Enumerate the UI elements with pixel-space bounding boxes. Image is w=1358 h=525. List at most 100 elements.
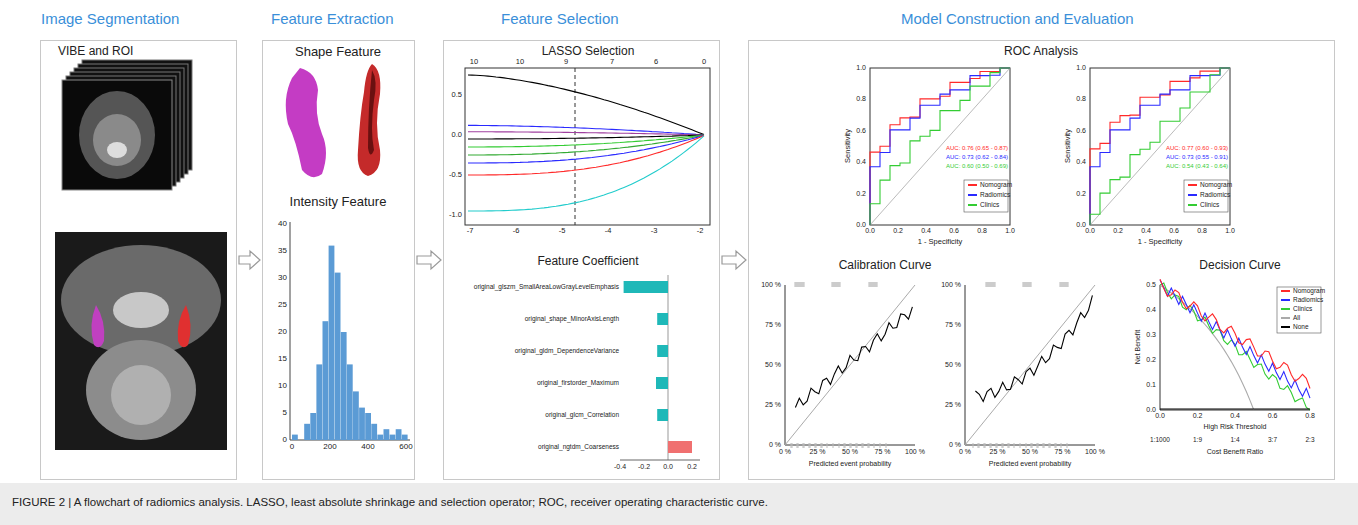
histogram-bar <box>310 413 316 440</box>
plot-label: 0.6 <box>856 127 866 135</box>
rug-tick <box>803 282 804 287</box>
rug-tick <box>800 282 801 287</box>
plot-label: 0.2 <box>893 227 903 235</box>
plot-label: 25 % <box>810 448 826 456</box>
histogram-bar <box>371 424 377 440</box>
histogram-bar <box>323 321 329 440</box>
legend-entry: Nomogram <box>968 182 1012 189</box>
rug-tick <box>833 443 834 448</box>
rug-tick <box>874 443 875 448</box>
plot-label: -6 <box>513 227 520 235</box>
plot-label: 0.4 <box>921 227 931 235</box>
histogram-bar <box>390 435 396 440</box>
plot-label: 600 <box>399 443 412 452</box>
legend-entry: All <box>1281 315 1300 322</box>
plot-label: 100 % <box>941 281 961 289</box>
plot-label: AUC: 0.54 (0.43 - 0.64) <box>1166 163 1228 170</box>
plot-label: 0.8 <box>856 96 866 104</box>
roc-curve <box>1090 68 1230 225</box>
roc-curve <box>1090 68 1230 225</box>
roc-curve <box>870 68 1010 225</box>
plot-label: 1 - Specificity <box>1138 238 1183 246</box>
plot-label: 75 % <box>765 321 781 329</box>
plot-label: 0.8 <box>1197 227 1207 235</box>
plot-label: 100 % <box>905 448 925 456</box>
plot-label: 0 <box>702 58 706 66</box>
rug-tick <box>815 443 816 448</box>
histogram-bar <box>304 424 310 440</box>
plot-label: 50 % <box>945 361 961 369</box>
histogram-bar <box>316 364 322 440</box>
rug-tick <box>838 282 839 287</box>
plot-label: 25 % <box>990 448 1006 456</box>
coefficient-bar <box>668 441 692 453</box>
diagonal <box>785 285 915 445</box>
calibration-curve <box>975 295 1092 401</box>
plot-label: Predicted event probability <box>989 460 1072 468</box>
rug-tick <box>851 443 852 448</box>
plot-label: original_glszm_SmallAreaLowGrayLevelEmph… <box>474 283 619 290</box>
histogram-bar <box>292 435 298 440</box>
plot-label: 0.2 <box>1113 227 1123 235</box>
coefficient-bar <box>657 409 668 421</box>
roc-curve <box>870 68 1010 225</box>
plot-label: 0.4 <box>1230 412 1240 420</box>
plot-label: High Risk Threshold <box>1204 423 1267 431</box>
axis <box>1160 410 1310 411</box>
rug-tick <box>856 443 857 448</box>
plot-label: original_shape_MinorAxisLength <box>525 315 619 322</box>
rug-tick <box>1023 282 1024 287</box>
diagonal <box>965 285 1095 445</box>
legend-swatch <box>1281 317 1290 319</box>
rug-tick <box>995 282 996 287</box>
histogram-bar <box>329 246 335 440</box>
rug-tick <box>792 443 793 448</box>
rug-tick <box>1062 282 1063 287</box>
plot-label: 0.0 <box>1085 227 1095 235</box>
plot-label: 2:3 <box>1305 436 1314 443</box>
plot-label: 0.0 <box>865 227 875 235</box>
rug-tick <box>1025 282 1026 287</box>
rug-tick <box>1031 443 1032 448</box>
diagonal <box>870 68 1010 225</box>
calibration-plots <box>785 282 1095 448</box>
rug-tick <box>798 282 799 287</box>
rug-tick <box>827 443 828 448</box>
plot-label: 0.6 <box>1169 227 1179 235</box>
legend-text: Radiomics <box>980 192 1010 199</box>
plot-label: -0.5 <box>449 171 462 179</box>
legend-text: Clinics <box>1200 202 1219 209</box>
rug-tick <box>1063 282 1064 287</box>
plot-label: 0.6 <box>949 227 959 235</box>
plot-label: 200 <box>323 443 336 452</box>
plot-label: ROC Analysis <box>1004 45 1078 58</box>
legend-swatch <box>968 194 977 196</box>
rug-tick <box>863 443 864 448</box>
rug-tick <box>844 443 845 448</box>
legend-text: Nomogram <box>1200 182 1232 189</box>
plot-label: 50 % <box>765 361 781 369</box>
rug-tick <box>869 443 870 448</box>
plot-label: 0.4 <box>856 158 866 166</box>
plot-label: -0.4 <box>614 463 626 471</box>
rug-tick <box>1009 443 1010 448</box>
rug-tick <box>988 282 989 287</box>
plot-label: 0.2 <box>1146 356 1156 364</box>
histogram-bar <box>353 391 359 440</box>
rug-tick <box>832 282 833 287</box>
axis <box>1160 285 1161 410</box>
plot-label: Sensitivity <box>844 129 852 163</box>
rug-tick <box>798 443 799 448</box>
lasso-plot <box>465 68 710 225</box>
plot-label: 75 % <box>875 448 891 456</box>
rug-tick <box>801 282 802 287</box>
legend-swatch <box>1188 194 1197 196</box>
rug-tick <box>803 443 804 448</box>
decision-curve <box>1160 285 1254 410</box>
rug-tick <box>870 282 871 287</box>
plot-label: 0 <box>290 443 294 452</box>
panel-heading: Model Construction and Evaluation <box>901 10 1134 27</box>
plot-label: AUC: 0.73 (0.62 - 0.84) <box>946 154 1008 161</box>
rug-tick <box>796 282 797 287</box>
legend-swatch <box>1188 184 1197 186</box>
